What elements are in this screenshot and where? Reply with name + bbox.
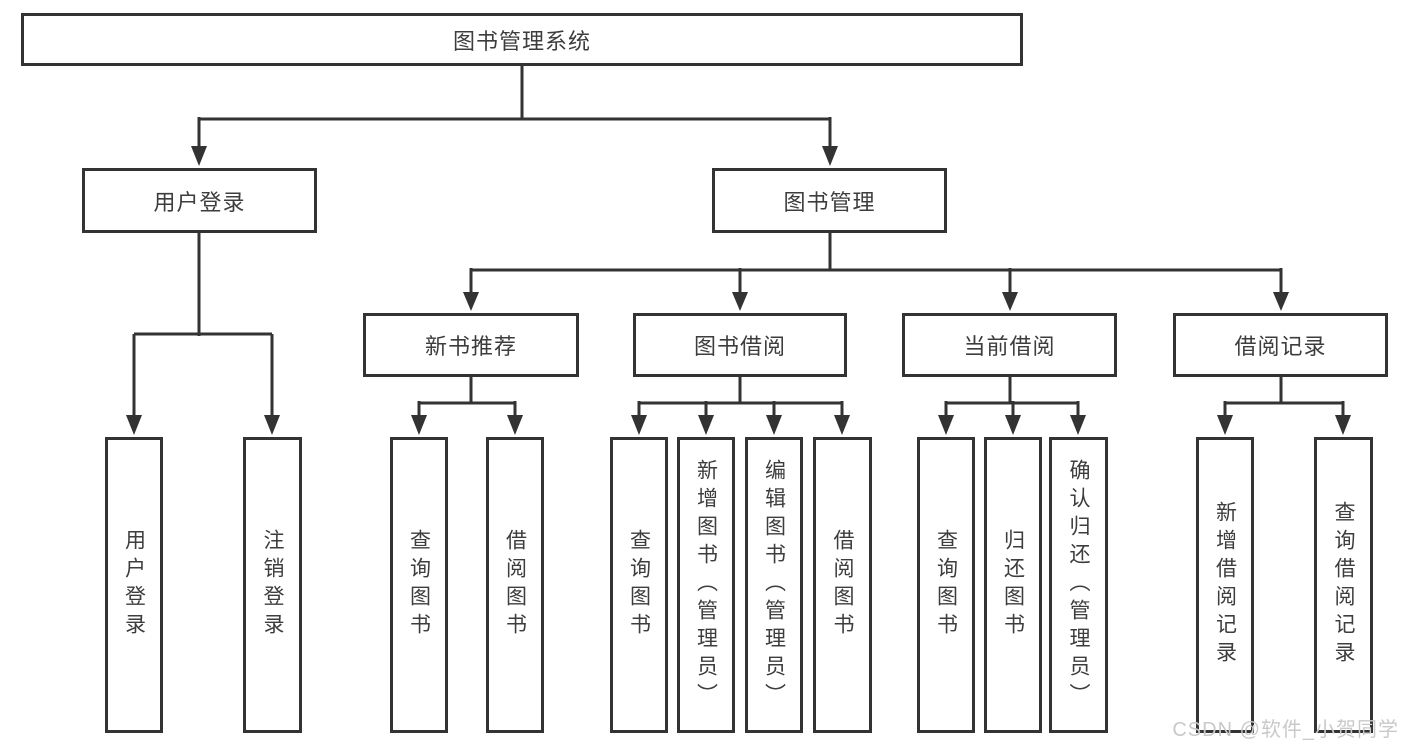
leaf-query-books-borrowing: 查询图书	[610, 437, 668, 733]
leaf-label: 注销登录	[261, 529, 284, 641]
leaf-edit-book-admin: 编辑图书（管理员）	[745, 437, 803, 733]
node-new-book-recommendation: 新书推荐	[363, 313, 579, 377]
node-book-borrowing: 图书借阅	[633, 313, 847, 377]
node-book-management: 图书管理	[712, 168, 947, 233]
leaf-query-books-current: 查询图书	[917, 437, 975, 733]
leaf-label: 用户登录	[122, 529, 146, 641]
node-label: 当前借阅	[963, 334, 1056, 359]
leaf-label: 新增图书（管理员）	[694, 459, 718, 711]
leaf-label: 查询图书	[627, 529, 651, 641]
node-label: 借阅记录	[1234, 334, 1327, 359]
leaf-label: 新增借阅记录	[1213, 501, 1237, 669]
leaf-label: 确认归还（管理员）	[1067, 459, 1090, 711]
node-label: 用户登录	[153, 189, 246, 215]
node-borrowing-records: 借阅记录	[1173, 313, 1388, 377]
leaf-user-login: 用户登录	[105, 437, 163, 733]
leaf-label: 查询图书	[934, 529, 958, 641]
leaf-label: 编辑图书（管理员）	[762, 459, 786, 711]
leaf-confirm-return-admin: 确认归还（管理员）	[1049, 437, 1108, 733]
leaf-label: 查询借阅记录	[1332, 501, 1355, 669]
csdn-watermark: CSDN @软件_小贺同学	[1172, 719, 1399, 741]
leaf-logout: 注销登录	[243, 437, 302, 733]
leaf-borrow-books-borrowing: 借阅图书	[813, 437, 872, 733]
leaf-label: 借阅图书	[831, 529, 854, 641]
leaf-label: 借阅图书	[503, 529, 527, 641]
leaf-query-books-recommend: 查询图书	[390, 437, 448, 733]
node-label: 图书借阅	[693, 334, 786, 359]
node-label: 图书管理系统	[452, 28, 591, 54]
leaf-return-books: 归还图书	[984, 437, 1042, 733]
leaf-add-book-admin: 新增图书（管理员）	[677, 437, 735, 733]
node-label: 新书推荐	[424, 334, 517, 359]
arrowheads	[126, 146, 1351, 435]
node-user-login: 用户登录	[82, 168, 317, 233]
node-label: 图书管理	[783, 189, 876, 215]
node-library-management-system: 图书管理系统	[21, 13, 1023, 66]
node-current-borrowing: 当前借阅	[902, 313, 1117, 377]
leaf-add-borrow-record: 新增借阅记录	[1196, 437, 1254, 733]
leaf-query-borrow-record: 查询借阅记录	[1314, 437, 1373, 733]
leaf-label: 查询图书	[407, 529, 431, 641]
leaf-label: 归还图书	[1001, 529, 1025, 641]
leaf-borrow-books-recommend: 借阅图书	[486, 437, 544, 733]
